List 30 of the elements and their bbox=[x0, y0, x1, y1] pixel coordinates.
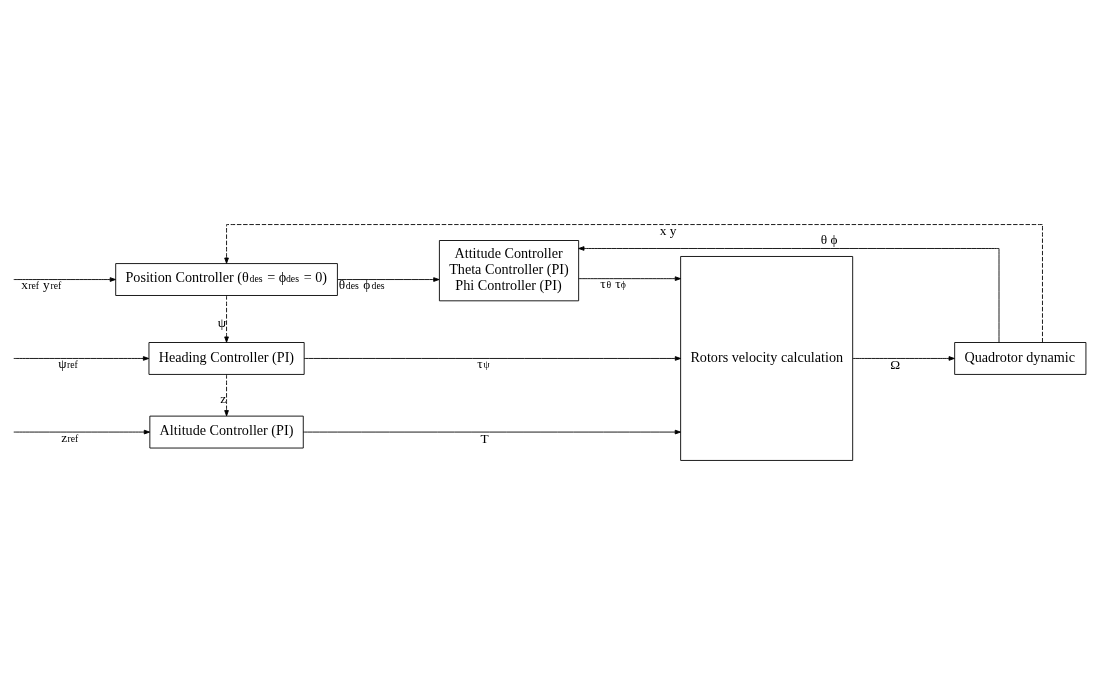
edge-label: T bbox=[480, 430, 489, 446]
arrow bbox=[302, 429, 681, 434]
edge-label: θdes ϕdes bbox=[338, 276, 385, 292]
arrow bbox=[224, 294, 229, 343]
node-box: Rotors velocity calculation bbox=[680, 255, 854, 461]
node-box: Heading Controller (PI) bbox=[148, 341, 305, 375]
node-box: Quadrotor dynamic bbox=[954, 341, 1087, 375]
edge-label: zref bbox=[61, 429, 79, 445]
edge-label: ψref bbox=[58, 355, 78, 371]
arrow bbox=[13, 355, 150, 361]
arrow bbox=[13, 429, 151, 434]
edge-label: x y bbox=[659, 222, 677, 238]
node-box: Position Controller (θdes = ϕdes = 0) bbox=[115, 262, 338, 296]
arrow bbox=[13, 276, 116, 282]
arrow bbox=[224, 373, 229, 416]
arrow bbox=[852, 355, 955, 361]
edge-label: θ ϕ bbox=[820, 231, 838, 247]
arrow bbox=[578, 245, 1000, 343]
edge-label: ψ bbox=[217, 314, 227, 330]
edge-label: Ω bbox=[890, 356, 901, 372]
arrow bbox=[224, 223, 1043, 343]
edge-label: τψ bbox=[477, 355, 490, 371]
arrow bbox=[578, 275, 681, 281]
node-box: Attitude Controller Theta Controller (PI) Phi Controller (PI) bbox=[438, 239, 580, 301]
edge-label: xref yref bbox=[21, 276, 62, 292]
node-box: Altitude Controller (PI) bbox=[149, 415, 304, 448]
edge-label: z bbox=[220, 390, 227, 406]
edge-label: τθ τϕ bbox=[600, 275, 626, 291]
arrow bbox=[337, 276, 440, 282]
arrow bbox=[303, 355, 682, 361]
